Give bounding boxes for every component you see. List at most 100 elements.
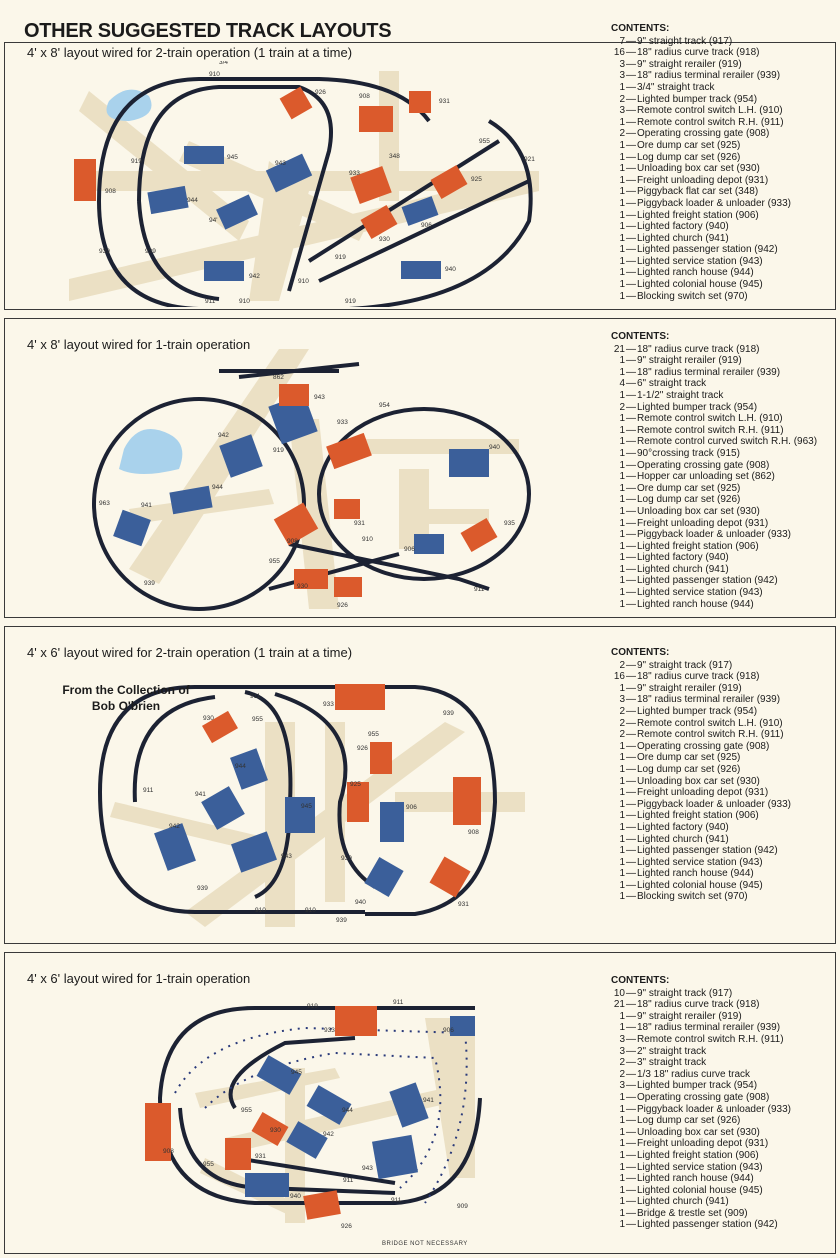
contents-item-text: Ore dump car set (925)	[637, 752, 741, 764]
building-925	[430, 164, 468, 200]
contents-item-dash: —	[626, 267, 636, 279]
contents-item-dash: —	[626, 471, 636, 483]
svg-text:925: 925	[350, 781, 361, 788]
contents-item-text: Lighted church (941)	[637, 232, 729, 244]
svg-text:944: 944	[342, 1107, 353, 1114]
contents-item-dash: —	[626, 517, 636, 529]
track-diagram-svg: 862 943 954 942 919 933 940 963 941 944 …	[92, 349, 531, 611]
buildings-orange	[74, 86, 468, 240]
svg-text:910: 910	[305, 907, 316, 914]
contents-item-qty: 3	[619, 694, 625, 706]
svg-text:944: 944	[235, 763, 246, 770]
contents-item-text: Lighted church (941)	[637, 833, 729, 845]
contents-item: 3—Remote control switch R.H. (911)	[611, 1034, 837, 1046]
contents-item: 21—18" radius curve track (918)	[611, 999, 837, 1011]
svg-text:941: 941	[423, 1097, 434, 1104]
contents-item: 1—Remote control switch L.H. (910)	[611, 413, 837, 425]
svg-text:930: 930	[379, 236, 390, 243]
contents-item-dash: —	[626, 810, 636, 822]
contents-items: 10—9" straight track (917)21—18" radius …	[611, 988, 837, 1231]
contents-item-dash: —	[626, 879, 636, 891]
contents-item: 1—Lighted colonial house (945)	[611, 279, 837, 291]
diagram-labels: 919 911 933 906 945 955 944 941 930 931 …	[163, 999, 468, 1230]
contents-item-text: Lighted service station (943)	[637, 587, 763, 599]
contents-list: CONTENTS: 10—9" straight track (917)21—1…	[611, 975, 837, 1231]
building-930	[294, 569, 328, 589]
svg-text:926: 926	[315, 89, 326, 96]
contents-item-text: Piggyback loader & unloader (933)	[637, 1103, 791, 1115]
contents-item: 2—Operating crossing gate (908)	[611, 128, 837, 140]
svg-text:906: 906	[443, 1027, 454, 1034]
svg-text:945: 945	[301, 803, 312, 810]
contents-item-dash: —	[626, 833, 636, 845]
svg-text:955: 955	[479, 138, 490, 145]
contents-item-text: 18" radius terminal rerailer (939)	[637, 694, 781, 706]
building-926	[334, 577, 362, 597]
contents-item-dash: —	[626, 787, 636, 799]
contents-item: 1—18" radius terminal rerailer (939)	[611, 1022, 837, 1034]
contents-item-text: 9" straight rerailer (919)	[637, 1010, 742, 1022]
building-943	[265, 153, 313, 193]
contents-item-qty: 1	[619, 139, 625, 151]
contents-item-qty: 1	[619, 740, 625, 752]
contents-item: 1—Freight unloading depot (931)	[611, 787, 837, 799]
contents-item-text: Remote control switch R.H. (911)	[637, 424, 784, 436]
contents-item-qty: 3	[619, 58, 625, 70]
contents-item-dash: —	[626, 1126, 636, 1138]
contents-item-qty: 1	[619, 116, 625, 128]
svg-text:909: 909	[457, 1203, 468, 1210]
building-933	[335, 684, 385, 710]
contents-item-text: 18" radius curve track (918)	[637, 343, 760, 355]
contents-item-dash: —	[626, 343, 636, 355]
contents-item-dash: —	[626, 1068, 636, 1080]
collection-note-line1: From the Collection of	[62, 683, 190, 697]
contents-item-dash: —	[626, 682, 636, 694]
contents-item-qty: 1	[619, 752, 625, 764]
contents-item: 1—Log dump car set (926)	[611, 152, 837, 164]
layout-heading: 4' x 6' layout wired for 1-train operati…	[27, 971, 251, 986]
svg-text:945: 945	[291, 1069, 302, 1076]
contents-item-qty: 1	[619, 1149, 625, 1161]
contents-item: 1—Ore dump car set (925)	[611, 140, 837, 152]
building-943	[268, 393, 318, 445]
contents-item-qty: 1	[619, 151, 625, 163]
contents-item-text: Lighted bumper track (954)	[637, 93, 758, 105]
collection-note-line2: Bob O'brien	[91, 699, 161, 713]
svg-text:910: 910	[362, 536, 373, 543]
contents-item-text: Operating crossing gate (908)	[637, 740, 770, 752]
contents-item-qty: 1	[619, 587, 625, 599]
contents-item: 1—Lighted passenger station (942)	[611, 1219, 837, 1231]
contents-item-qty: 1	[619, 255, 625, 267]
contents-item: 1—Ore dump car set (925)	[611, 483, 837, 495]
contents-item-dash: —	[626, 999, 636, 1011]
contents-item-qty: 3	[619, 105, 625, 117]
contents-item-qty: 1	[619, 810, 625, 822]
building-908b	[359, 106, 393, 132]
contents-item-qty: 1	[619, 1184, 625, 1196]
contents-item-qty: 1	[619, 505, 625, 517]
contents-item-qty: 1	[619, 413, 625, 425]
contents-item: 1—Unloading box car set (930)	[611, 776, 837, 788]
contents-item-dash: —	[626, 1184, 636, 1196]
contents-item-dash: —	[626, 717, 636, 729]
contents-item-text: Lighted bumper track (954)	[637, 705, 758, 717]
svg-text:925: 925	[471, 176, 482, 183]
buildings-orange	[273, 384, 498, 597]
contents-item: 1—Lighted ranch house (944)	[611, 868, 837, 880]
contents-title: CONTENTS:	[611, 647, 670, 658]
contents-item-dash: —	[626, 552, 636, 564]
contents-item-qty: 21	[613, 343, 625, 355]
svg-text:910: 910	[255, 907, 266, 914]
contents-item-text: Lighted church (941)	[637, 1196, 729, 1208]
building-945	[256, 1055, 302, 1095]
contents-item-text: Remote control switch R.H. (911)	[637, 116, 784, 128]
contents-item-dash: —	[626, 424, 636, 436]
contents-item-dash: —	[626, 763, 636, 775]
layout-panel-4: 4' x 6' layout wired for 1-train operati…	[4, 952, 836, 1254]
contents-item-qty: 4	[619, 378, 625, 390]
contents-item: 2—Lighted bumper track (954)	[611, 706, 837, 718]
svg-text:926: 926	[357, 745, 368, 752]
building-926	[303, 1190, 341, 1220]
buildings-blue	[113, 393, 489, 554]
contents-item-text: Lighted passenger station (942)	[637, 575, 778, 587]
